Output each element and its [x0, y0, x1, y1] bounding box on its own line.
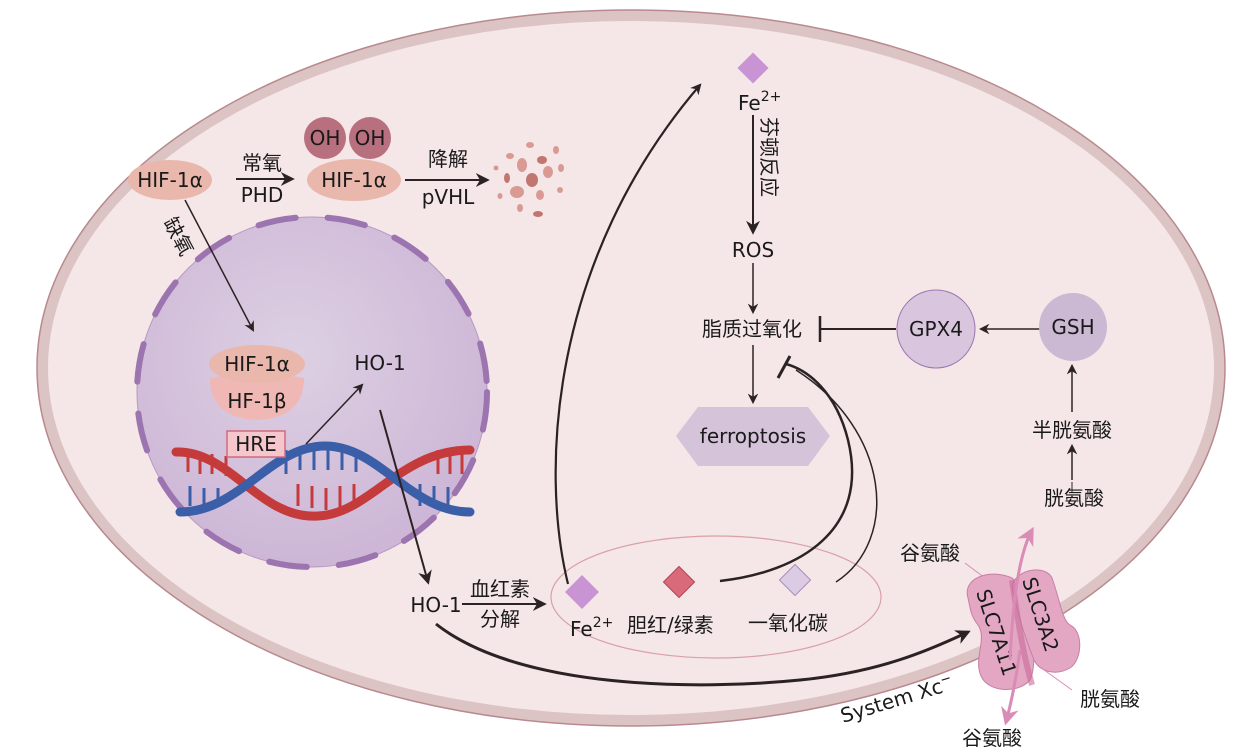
- hre-to-ho1-arrow: [305, 383, 364, 445]
- gsh-label: GSH: [1051, 315, 1094, 339]
- hif1a-hydroxylated-label: HIF-1α: [321, 168, 387, 192]
- ho1-nuclear-label: HO-1: [354, 351, 405, 375]
- ferroptosis-pathway: Fe2+ 芬顿反应 ROS 脂质过氧化 ferroptosis GPX4 GSH…: [676, 52, 1112, 510]
- cystine-outside-label: 胱氨酸: [1080, 687, 1140, 711]
- ferroptosis-hexagon: [676, 407, 830, 466]
- fenton-label: 芬顿反应: [757, 117, 781, 197]
- oh-label-2: OH: [355, 126, 386, 150]
- hif1b-label: HF-1β: [227, 389, 286, 413]
- hif1a-nuclear-subunit: [209, 345, 305, 383]
- cystine-inside-label: 胱氨酸: [1044, 486, 1104, 510]
- transporter-channel: [1009, 579, 1035, 686]
- dna-double-helix: [171, 441, 475, 521]
- decomposition-label: 分解: [480, 607, 520, 631]
- hif1a-hydroxylated-node: [307, 159, 401, 201]
- hre-box: [226, 430, 286, 458]
- fe-top-label: Fe2+: [738, 89, 781, 115]
- normoxia-label: 常氧: [242, 151, 282, 175]
- hypoxia-arrow: [184, 199, 254, 332]
- hif-degradation-pathway: HIF-1α 常氧 PHD OH OH HIF-1α 降解 pVHL: [128, 117, 564, 332]
- cysteine-label: 半胱氨酸: [1032, 418, 1112, 442]
- co-label: 一氧化碳: [748, 611, 828, 635]
- ho1-cytoplasm-label: HO-1: [410, 593, 461, 617]
- gpx4-node: [896, 289, 976, 369]
- inhibition-bar: [776, 355, 792, 379]
- hif1a-left-label: HIF-1α: [137, 168, 203, 192]
- nuclear-envelope: [134, 214, 490, 570]
- heme-label: 血红素: [470, 577, 530, 601]
- hre-label: HRE: [235, 432, 277, 456]
- fe-transport-arrow: [554, 83, 702, 585]
- glutamate-export-arrow: [1001, 649, 1022, 726]
- pvhl-label: pVHL: [422, 185, 475, 209]
- bilirubin-label: 胆红/绿素: [627, 613, 714, 637]
- cystine-outside-line: [1039, 666, 1073, 691]
- ferroptosis-label: ferroptosis: [700, 424, 806, 448]
- co-inhibition-curve: [795, 369, 878, 583]
- ros-label: ROS: [732, 238, 774, 262]
- degradation-label: 降解: [428, 147, 468, 171]
- nucleus-contents: HF-1β HIF-1α HRE: [171, 345, 475, 585]
- heme-products-compartment: [550, 535, 882, 659]
- gsh-node: [1039, 293, 1107, 361]
- co-diamond-icon: [778, 563, 812, 597]
- gpx4-label: GPX4: [909, 317, 963, 341]
- fe-diamond-icon: [565, 575, 599, 609]
- fe-product-label: Fe2+: [570, 615, 613, 641]
- oh-group-2: [349, 117, 391, 159]
- glutamate-inside-label: 谷氨酸: [900, 541, 960, 565]
- heme-breakdown: HO-1 血红素 分解 Fe2+ 胆红/绿素 一氧化碳: [410, 83, 971, 687]
- lipid-peroxidation-label: 脂质过氧化: [702, 317, 802, 341]
- ho1-export-arrow: [379, 409, 432, 585]
- oh-group-1: [304, 117, 346, 159]
- slc3a2-subunit: [1011, 569, 1081, 673]
- phd-label: PHD: [241, 183, 284, 207]
- ho1-to-system-xc-arrow: [435, 622, 971, 687]
- oh-label-1: OH: [310, 126, 341, 150]
- bilirubin-diamond-icon: [662, 565, 696, 599]
- glutamate-outside-label: 谷氨酸: [962, 726, 1022, 750]
- hif1a-nuclear-label: HIF-1α: [224, 352, 290, 376]
- cystine-import-arrow: [1008, 526, 1034, 661]
- hif1a-left-node: [128, 160, 212, 200]
- hif1b-subunit: [210, 374, 304, 420]
- bilirubin-inhibition-curve: [719, 362, 854, 583]
- degraded-protein-debris: [493, 142, 564, 217]
